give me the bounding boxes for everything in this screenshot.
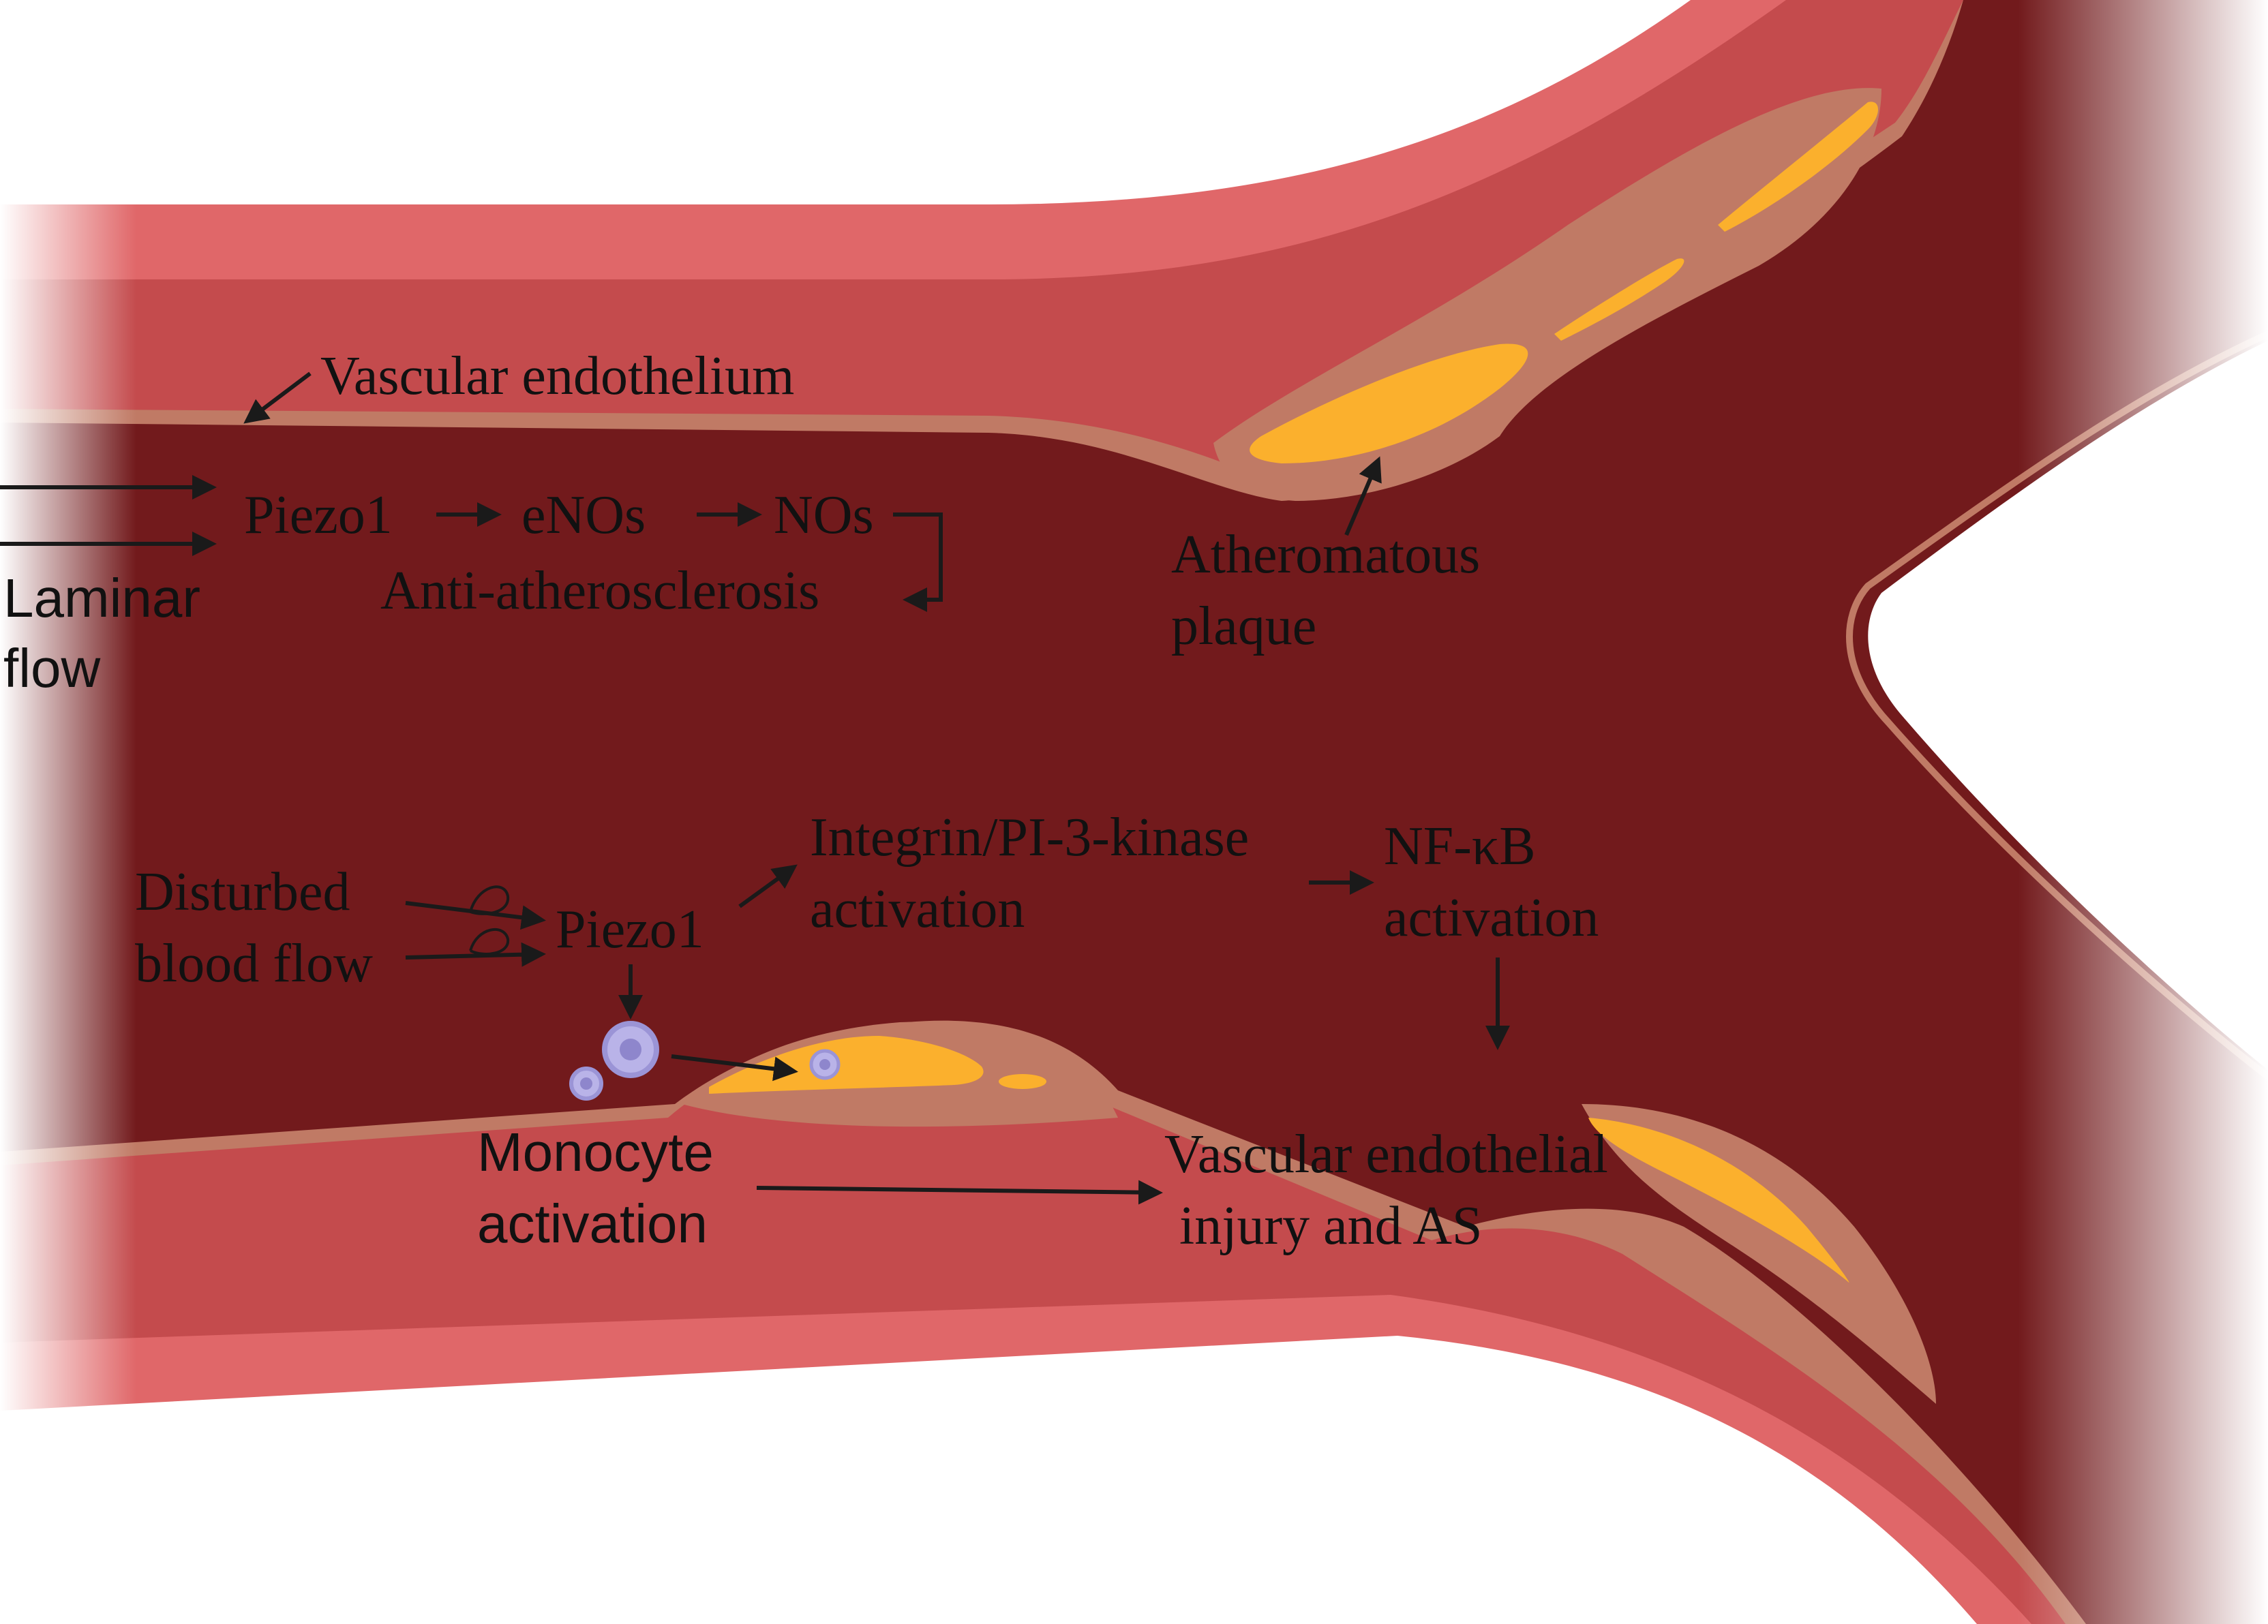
arrow-nos-anti (893, 512, 943, 612)
right-plaque (1582, 1104, 1936, 1404)
label-enos: eNOs (521, 485, 646, 545)
arrow-to-endothelium (243, 371, 312, 424)
right-fade (2018, 0, 2268, 1624)
arrows (0, 371, 1510, 1205)
label-monocyte-1: Monocyte (477, 1122, 714, 1182)
label-injury-2: injury and AS (1179, 1196, 1482, 1256)
swirl-1 (469, 885, 510, 915)
label-integrin-1: Integrin/PI-3-kinase (810, 808, 1249, 868)
right-plaque-lipid (1588, 1118, 1849, 1283)
label-vascular-endothelium: Vascular endothelium (320, 346, 794, 406)
monocyte-cells (569, 1021, 841, 1101)
label-disturbed-1: Disturbed (135, 862, 350, 922)
left-fade (0, 0, 136, 1624)
label-laminar-flow-2: flow (3, 638, 100, 699)
label-piezo1-top: Piezo1 (244, 485, 393, 545)
label-atheromatous-2: plaque (1171, 596, 1316, 656)
labels: Vascular endothelium Laminar flow Piezo1… (3, 346, 1608, 1256)
label-nos: NOs (774, 485, 874, 545)
label-anti-atherosclerosis: Anti-atherosclerosis (380, 561, 819, 621)
label-integrin-2: activation (810, 879, 1025, 939)
label-monocyte-2: activation (477, 1193, 708, 1254)
upper-plaque (1213, 88, 1881, 502)
label-laminar-flow-1: Laminar (3, 568, 200, 628)
upper-plaque-lipid (1250, 343, 1528, 463)
arrow-monocyte-injury (756, 1180, 1163, 1205)
arrow-piezo1-integrin (738, 864, 798, 908)
label-disturbed-2: blood flow (135, 934, 373, 994)
upper-plaque-lipid-3 (1718, 102, 1878, 232)
label-nfkb-2: activation (1384, 888, 1599, 948)
monocyte-small-nucleus (580, 1077, 592, 1090)
arrow-monocyte-plaque (671, 1054, 798, 1082)
label-injury-1: Vascular endothelial (1164, 1124, 1608, 1184)
upper-plaque-lipid-2 (1554, 258, 1684, 341)
lower-plaque-lipid-small (999, 1074, 1046, 1089)
swirl-2 (469, 928, 510, 955)
label-piezo1-bottom: Piezo1 (556, 900, 704, 960)
arrow-disturbed-2 (405, 942, 546, 967)
right-plaque-cap (1582, 1104, 1936, 1404)
monocyte-large-nucleus (620, 1039, 641, 1060)
monocyte-in-plaque-nucleus (819, 1059, 830, 1070)
arrow-to-plaque (1344, 456, 1382, 536)
label-atheromatous-1: Atheromatous (1171, 525, 1480, 585)
label-nfkb-1: NF-κB (1384, 816, 1536, 876)
